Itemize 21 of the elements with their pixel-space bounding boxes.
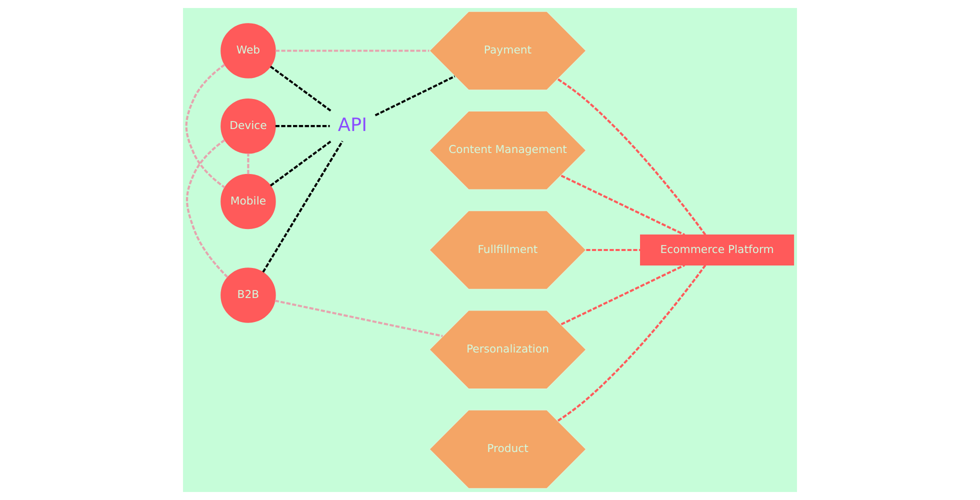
connector: [557, 78, 706, 236]
connector: [270, 66, 332, 112]
connector: [557, 264, 706, 422]
node-circle: Mobile: [220, 174, 276, 230]
connector: [374, 75, 456, 116]
connector: [247, 153, 250, 174]
node-circle: Web: [220, 23, 276, 78]
connector: [274, 300, 443, 338]
connector: [275, 50, 430, 52]
node-circle: Device: [220, 98, 276, 154]
node-box: Ecommerce Platform: [640, 234, 794, 266]
connector: [270, 140, 332, 186]
connector: [275, 125, 330, 128]
connector: [586, 248, 640, 252]
connector: [186, 139, 228, 278]
node-circle: B2B: [220, 268, 276, 323]
connector: [560, 264, 686, 326]
node-text: API: [338, 114, 368, 136]
connector: [262, 140, 344, 273]
connector: [185, 64, 226, 188]
connector: [560, 174, 686, 236]
